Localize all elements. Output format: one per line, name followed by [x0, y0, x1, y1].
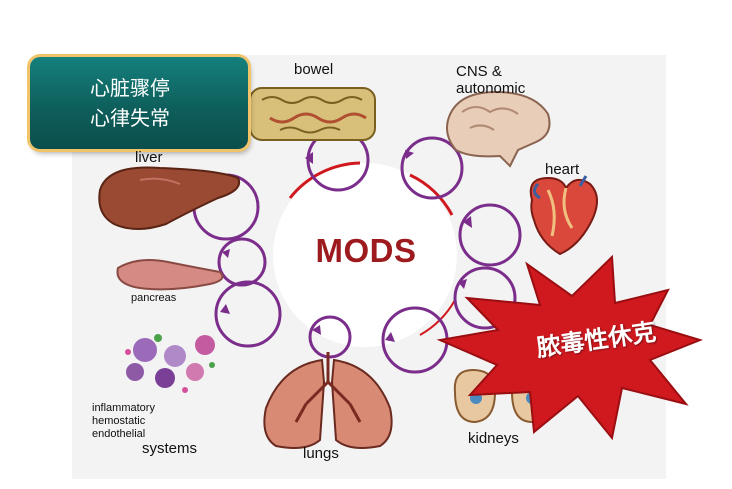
cardiac-arrest-callout: 心脏骤停 心律失常: [30, 57, 248, 149]
loop-kidney-right: [453, 266, 517, 330]
label-pancreas: pancreas: [131, 292, 177, 304]
callout-line-2: 心律失常: [90, 106, 170, 130]
label-systems-sub: inflammatory hemostatic endothelial: [92, 402, 155, 440]
central-circle: [273, 161, 457, 347]
callout-line-1: 心脏骤停: [90, 76, 170, 100]
label-lungs: lungs: [303, 445, 339, 462]
bowel-illustration: [249, 87, 376, 141]
label-kidneys: kidneys: [468, 430, 519, 447]
label-heart: heart: [545, 161, 580, 178]
loop-heart: [458, 203, 522, 267]
center-mods-label: MODS: [315, 232, 417, 269]
pancreas-illustration: [116, 259, 224, 291]
loop-pancreas: [214, 280, 282, 348]
shock-starburst: [436, 254, 704, 441]
label-cns: CNS & autonomic: [456, 63, 526, 97]
loop-cns: [400, 136, 464, 200]
brain-illustration: [446, 90, 551, 168]
cells-illustration: [125, 334, 215, 393]
label-systems: systems: [142, 440, 198, 457]
loop-lungs: [308, 315, 352, 359]
loop-pancreas-upper: [217, 237, 267, 287]
label-bowel: bowel: [294, 61, 334, 78]
heart-illustration: [529, 175, 598, 256]
liver-illustration: [98, 166, 240, 230]
lungs-illustration: [263, 352, 393, 449]
label-liver: liver: [135, 149, 163, 166]
